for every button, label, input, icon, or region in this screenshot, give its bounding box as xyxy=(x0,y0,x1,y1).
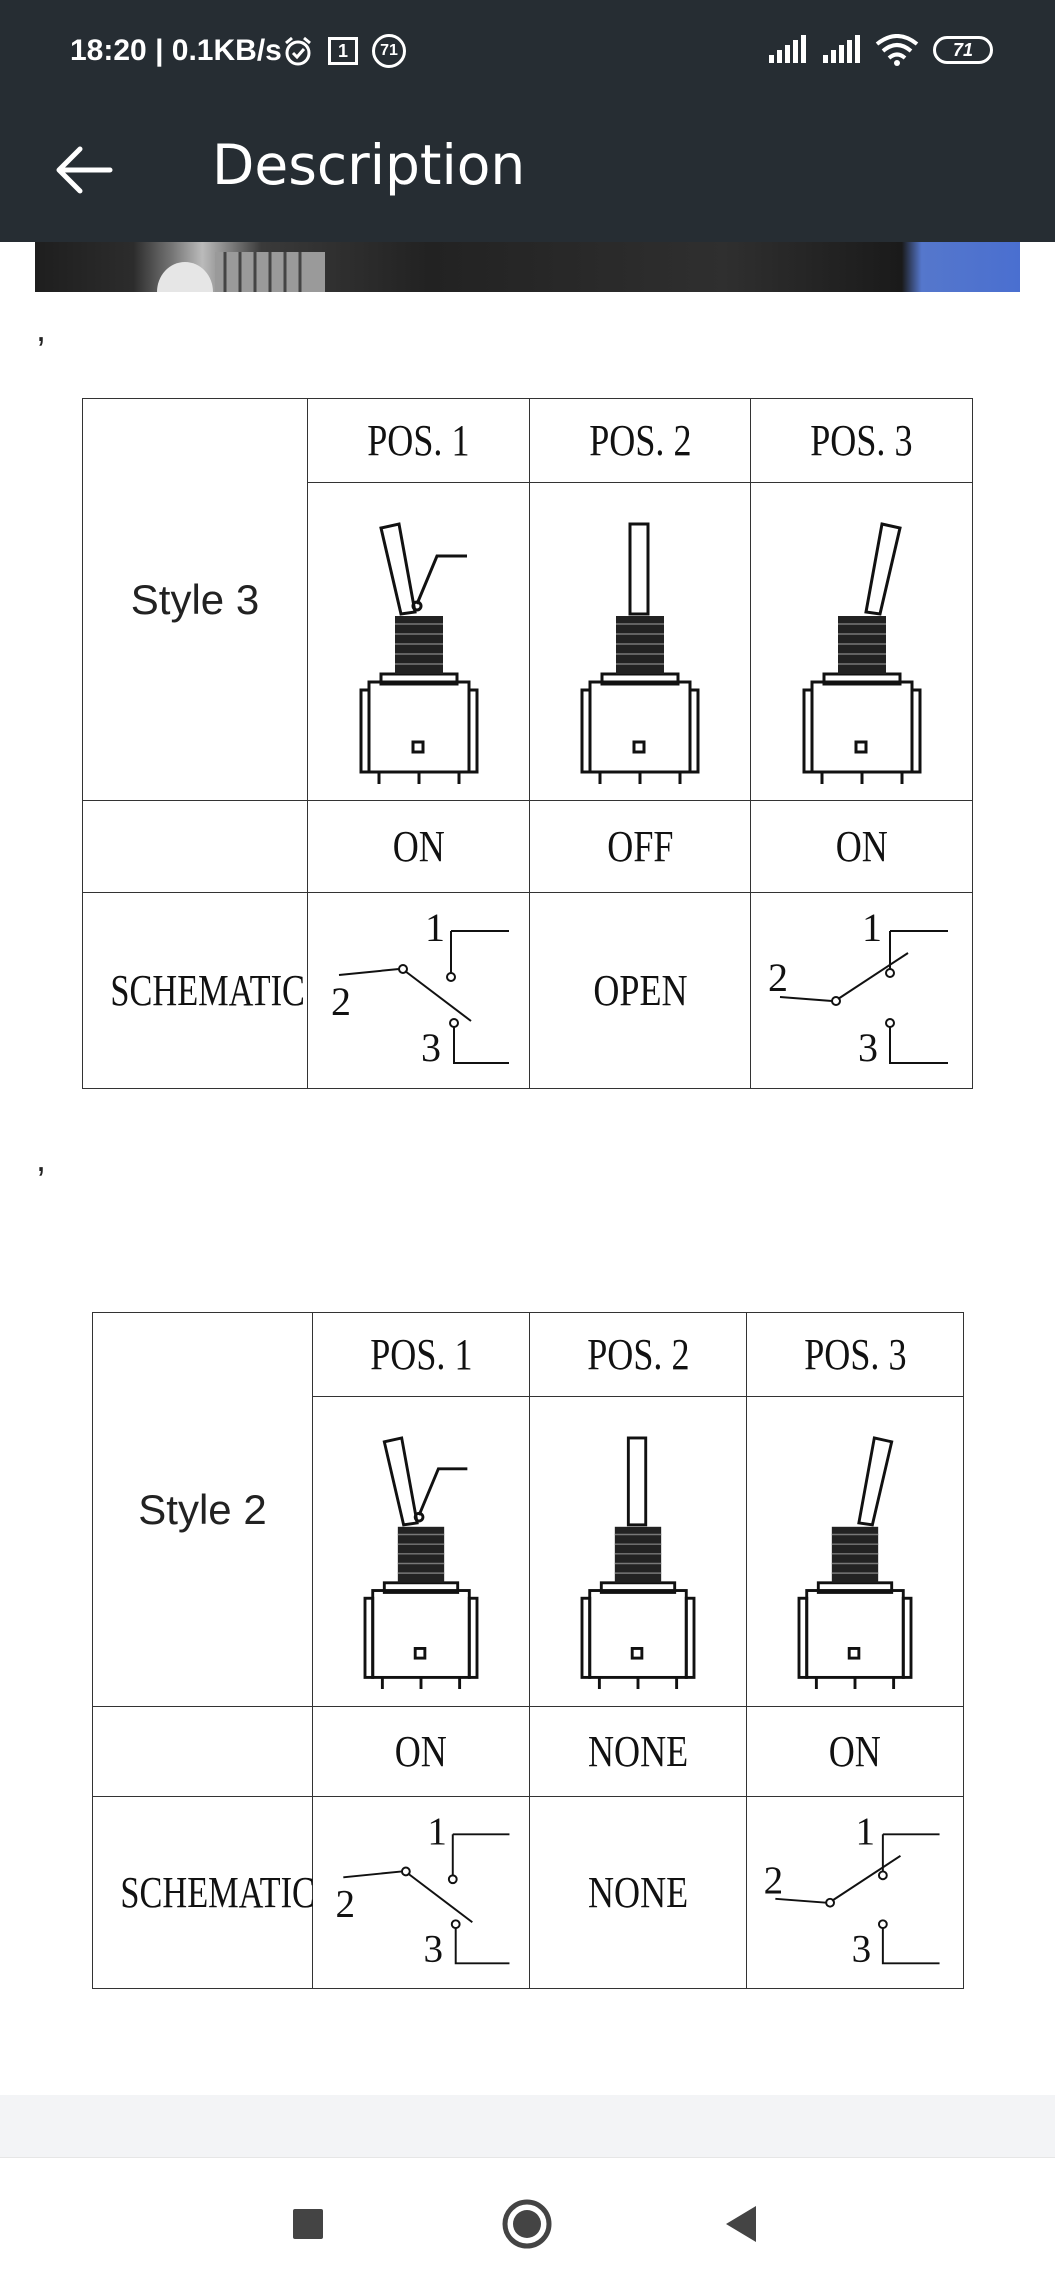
status-icons-right: 71 xyxy=(767,34,993,66)
empty-cell xyxy=(92,1706,313,1797)
state-cell: ON xyxy=(746,1706,964,1797)
state-cell: ON xyxy=(312,1706,530,1797)
state-cell: OFF xyxy=(529,800,751,893)
home-button[interactable] xyxy=(497,2194,557,2254)
toggle-drawing-cell xyxy=(307,482,530,801)
separator-text: , xyxy=(36,1138,47,1179)
schematic-label-cell: SCHEMATIC xyxy=(92,1796,315,1989)
toggle-drawing-cell xyxy=(746,1396,964,1707)
schematic-cell: OPEN xyxy=(529,892,751,1089)
empty-cell xyxy=(82,800,308,893)
terminal-label: 1 xyxy=(855,1810,875,1853)
terminal-label: 2 xyxy=(768,955,788,1000)
schematic-pos3-icon: 1 2 3 xyxy=(763,1810,940,1970)
position-header: POS. 2 xyxy=(529,398,751,483)
switch-spec-table-style3: Style 3 POS. 1 POS. 2 POS. 3 xyxy=(82,398,973,1089)
switch-spec-table-style2: Style 2 POS. 1 POS. 2 POS. 3 xyxy=(92,1312,964,1989)
toggle-switch-center-icon xyxy=(580,1436,696,1699)
position-header: POS. 2 xyxy=(529,1312,747,1397)
status-bar: 18:20 | 0.1KB/s 1 71 xyxy=(0,0,1055,105)
battery-icon: 71 xyxy=(933,36,993,64)
content-bottom-gap xyxy=(0,2095,1055,2157)
square-icon xyxy=(293,2209,323,2239)
wifi-icon xyxy=(875,34,919,66)
terminal-label: 1 xyxy=(425,905,445,950)
toggle-switch-left-icon xyxy=(363,1436,479,1699)
count-circle-icon: 71 xyxy=(372,34,406,68)
schematic-pos3-icon: 1 2 3 xyxy=(768,905,948,1070)
recents-button[interactable] xyxy=(278,2194,338,2254)
triangle-left-icon xyxy=(726,2206,756,2242)
position-header: POS. 1 xyxy=(307,398,530,483)
schematic-pos1-icon: 1 2 3 xyxy=(331,905,509,1070)
schematic-cell: NONE xyxy=(529,1796,747,1989)
toggle-drawing-cell xyxy=(750,482,973,801)
alarm-icon xyxy=(285,36,311,66)
style-label-cell: Style 2 xyxy=(92,1312,313,1707)
toggle-switch-right-icon xyxy=(802,522,921,794)
toggle-switch-right-icon xyxy=(797,1436,913,1699)
app-bar: Description xyxy=(0,105,1055,242)
notification-badge: 1 xyxy=(337,41,348,61)
status-time: 18:20 | 0.1KB/s xyxy=(70,34,282,67)
style-label: Style 3 xyxy=(130,575,260,623)
back-nav-button[interactable] xyxy=(712,2194,772,2254)
toggle-drawing-cell xyxy=(529,482,751,801)
schematic-cell: 1 2 3 xyxy=(746,1796,964,1989)
toggle-drawing-cell xyxy=(312,1396,530,1707)
terminal-label: 3 xyxy=(421,1025,441,1070)
signal-icon xyxy=(769,35,806,63)
terminal-label: 1 xyxy=(862,905,882,950)
terminal-label: 3 xyxy=(851,1927,871,1970)
position-header: POS. 3 xyxy=(746,1312,964,1397)
schematic-cell: 1 2 3 xyxy=(312,1796,530,1989)
toggle-drawing-cell xyxy=(529,1396,747,1707)
terminal-label: 2 xyxy=(335,1882,355,1925)
separator-text: , xyxy=(36,308,47,349)
style-label-cell: Style 3 xyxy=(82,398,308,801)
arrow-left-icon xyxy=(56,146,113,194)
terminal-label: 3 xyxy=(858,1025,878,1070)
state-cell: NONE xyxy=(529,1706,747,1797)
terminal-label: 2 xyxy=(331,979,351,1024)
position-header: POS. 1 xyxy=(312,1312,530,1397)
toggle-switch-center-icon xyxy=(580,522,700,794)
state-cell: ON xyxy=(307,800,530,893)
terminal-label: 3 xyxy=(423,1927,443,1970)
style-label: Style 2 xyxy=(138,1485,267,1533)
schematic-label-cell: SCHEMATIC xyxy=(82,892,308,1089)
knob-image xyxy=(157,252,325,292)
signal-icon xyxy=(823,35,860,63)
position-header: POS. 3 xyxy=(750,398,973,483)
back-button[interactable] xyxy=(50,135,120,205)
schematic-cell: 1 2 3 xyxy=(750,892,973,1089)
toggle-switch-left-icon xyxy=(359,522,478,794)
schematic-cell: 1 2 3 xyxy=(307,892,530,1089)
count-badge: 71 xyxy=(380,42,398,59)
system-nav-bar xyxy=(0,2157,1055,2287)
page-title: Description xyxy=(212,133,526,197)
battery-level: 71 xyxy=(952,40,974,60)
schematic-pos1-icon: 1 2 3 xyxy=(335,1810,509,1970)
notification-box-icon: 1 xyxy=(328,37,358,65)
status-icons-left: 1 71 xyxy=(282,34,406,68)
product-photo xyxy=(35,242,1020,292)
state-cell: ON xyxy=(750,800,973,893)
terminal-label: 2 xyxy=(763,1859,783,1902)
terminal-label: 1 xyxy=(427,1810,447,1853)
circle-icon xyxy=(502,2199,552,2249)
